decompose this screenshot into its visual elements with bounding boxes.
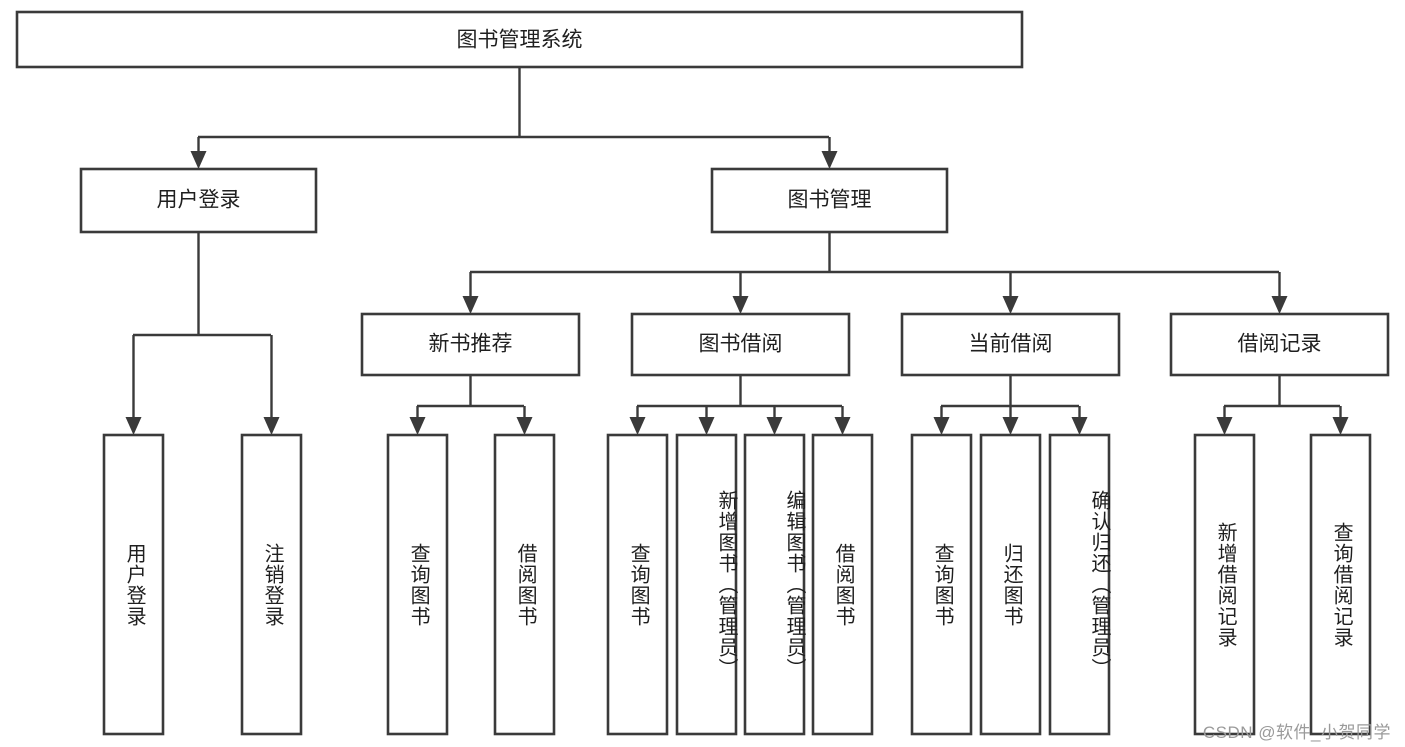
arrow-icon-book-borrow — [732, 296, 749, 314]
node-user-login[interactable]: 用户登录 — [79, 167, 318, 234]
arrow-icon-borrow-record — [1271, 296, 1288, 314]
arrow-icon-leaf-nb-1 — [516, 417, 533, 435]
node-book-borrow[interactable]: 图书借阅 — [630, 312, 851, 377]
node-current-borrow-label: 当前借阅 — [969, 333, 1053, 356]
connector-group-book-borrow-to-leaves — [629, 375, 851, 435]
node-book-borrow-label: 图书借阅 — [699, 333, 783, 356]
arrow-icon-leaf-cb-0 — [933, 417, 950, 435]
node-book-management-label: 图书管理 — [788, 189, 872, 212]
connector-group-book-mgmt-to-level3 — [462, 232, 1288, 314]
node-new-book-recommend-label: 新书推荐 — [429, 333, 513, 356]
arrow-icon-leaf-bb-0 — [629, 417, 646, 435]
arrow-icon-user-login — [190, 151, 207, 169]
node-new-book-recommend-box[interactable] — [360, 312, 581, 377]
leaf-box-user-login-0[interactable] — [102, 433, 165, 736]
leaf-box-borrow-record-1[interactable] — [1309, 433, 1372, 736]
arrow-icon-leaf-cb-2 — [1071, 417, 1088, 435]
leaf-box-new-book-1[interactable] — [493, 433, 556, 736]
leaf-box-book-borrow-3[interactable] — [811, 433, 874, 736]
node-user-login-label: 用户登录 — [157, 189, 241, 212]
leaf-box-new-book-0[interactable] — [386, 433, 449, 736]
node-root-box[interactable] — [15, 10, 1024, 69]
arrow-icon-new-book — [462, 296, 479, 314]
node-new-book-recommend[interactable]: 新书推荐 — [360, 312, 581, 377]
node-current-borrow[interactable]: 当前借阅 — [900, 312, 1121, 377]
node-borrow-record-label: 借阅记录 — [1238, 333, 1322, 356]
node-borrow-record[interactable]: 借阅记录 — [1169, 312, 1390, 377]
connector-group-current-borrow-to-leaves — [933, 375, 1088, 435]
arrow-icon-leaf-br-0 — [1216, 417, 1233, 435]
arrow-icon-leaf-ul-1 — [263, 417, 280, 435]
leaf-box-current-borrow-1[interactable] — [979, 433, 1042, 736]
leaf-box-book-borrow-1[interactable] — [675, 433, 738, 736]
leaf-box-borrow-record-0[interactable] — [1193, 433, 1256, 736]
leaf-box-book-borrow-0[interactable] — [606, 433, 669, 736]
arrow-icon-leaf-ul-0 — [125, 417, 142, 435]
leaf-box-user-login-1[interactable] — [240, 433, 303, 736]
leaf-box-group — [102, 433, 1372, 736]
node-current-borrow-box[interactable] — [900, 312, 1121, 377]
node-book-management[interactable]: 图书管理 — [710, 167, 949, 234]
connector-group-user-login-to-leaves — [125, 232, 280, 435]
connector-group-root-to-level2 — [190, 67, 838, 169]
node-root[interactable]: 图书管理系统 — [15, 10, 1024, 69]
arrow-icon-leaf-bb-2 — [766, 417, 783, 435]
node-borrow-record-box[interactable] — [1169, 312, 1390, 377]
arrow-icon-leaf-cb-1 — [1002, 417, 1019, 435]
arrow-icon-leaf-nb-0 — [409, 417, 426, 435]
leaf-box-current-borrow-0[interactable] — [910, 433, 973, 736]
leaf-box-book-borrow-2[interactable] — [743, 433, 806, 736]
watermark-text: CSDN @软件_小贺同学 — [1202, 723, 1391, 742]
arrow-icon-book-mgmt — [821, 151, 838, 169]
node-root-label: 图书管理系统 — [457, 29, 583, 52]
leaf-box-current-borrow-2[interactable] — [1048, 433, 1111, 736]
node-book-management-box[interactable] — [710, 167, 949, 234]
connector-group-new-book-to-leaves — [409, 375, 533, 435]
arrow-icon-current-borrow — [1002, 296, 1019, 314]
arrow-icon-leaf-bb-3 — [834, 417, 851, 435]
arrow-icon-leaf-bb-1 — [698, 417, 715, 435]
node-book-borrow-box[interactable] — [630, 312, 851, 377]
node-user-login-box[interactable] — [79, 167, 318, 234]
connector-group-borrow-record-to-leaves — [1216, 375, 1349, 435]
arrow-icon-leaf-br-1 — [1332, 417, 1349, 435]
